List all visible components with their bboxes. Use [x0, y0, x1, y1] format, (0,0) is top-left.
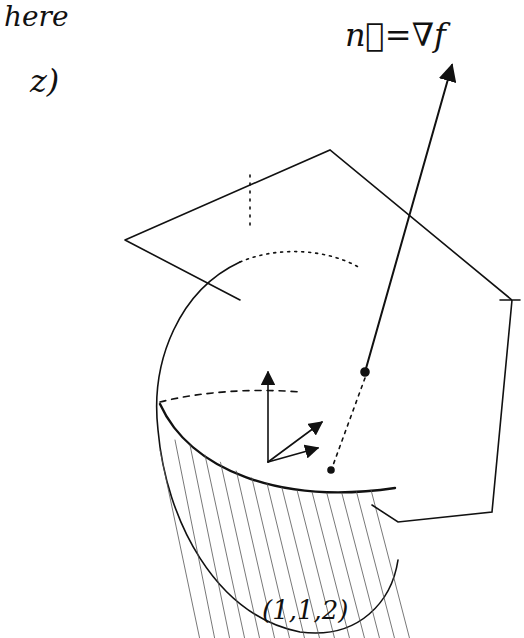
projection-line: [332, 378, 365, 468]
plane-hidden-edge: [249, 175, 251, 230]
partial-formula: z): [30, 64, 59, 99]
sphere-outline: [157, 262, 398, 633]
axis-x: [268, 448, 318, 462]
equator-front: [160, 404, 395, 492]
sphere-back-arc: [240, 252, 360, 268]
equator-hidden: [160, 390, 300, 402]
shading-hatch: [160, 440, 410, 638]
normal-vector-label: n⃗=∇f: [345, 18, 446, 53]
center-dot: [328, 467, 334, 473]
normal-vector: [365, 65, 452, 372]
point-label: (1,1,2): [262, 596, 348, 625]
axis-y: [268, 422, 322, 462]
axis-z: [267, 372, 269, 462]
partial-heading: here: [4, 2, 69, 33]
tangent-plane: [125, 150, 520, 522]
